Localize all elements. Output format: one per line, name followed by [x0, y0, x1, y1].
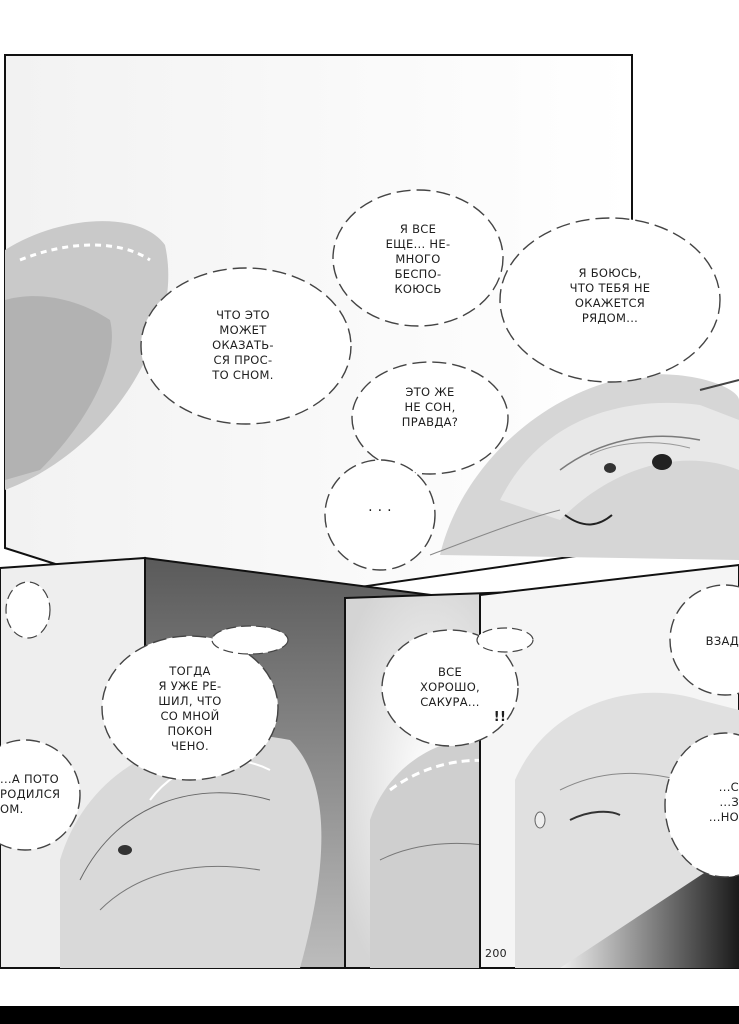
bottom-black-bar: [0, 1006, 739, 1024]
bubble-text-afraid: я боюсь, что тебя не окажется рядом...: [569, 266, 651, 325]
bubble-text-all-good: все хорошо, сакура...: [419, 665, 481, 709]
bubble-text-dream: что это может оказать- ся прос- то сном.: [212, 308, 274, 382]
speech-bubbles-lower: [0, 584, 739, 878]
sfx-exclamation: !!: [493, 710, 507, 725]
thought-bubble-dots: [5, 581, 534, 655]
bubble-text-partial-right-top: взад: [705, 634, 739, 648]
bubble-text-partial-left: ...а пото родился ом.: [0, 772, 61, 816]
bubble-text-then: тогда я уже ре- шил, что со мной покон ч…: [158, 664, 222, 753]
bubble-text-partial-right-bottom: ...с ...з ...но: [708, 780, 739, 824]
page-number: 200: [485, 947, 507, 960]
speech-bubbles-panel-1: [140, 189, 721, 571]
bubble-text-not-dream: это же не сон, правда?: [401, 385, 459, 429]
ellipsis-dots: . . .: [368, 499, 392, 515]
bubble-text-worry: я все еще... не- много беспо- коюсь: [385, 222, 451, 296]
